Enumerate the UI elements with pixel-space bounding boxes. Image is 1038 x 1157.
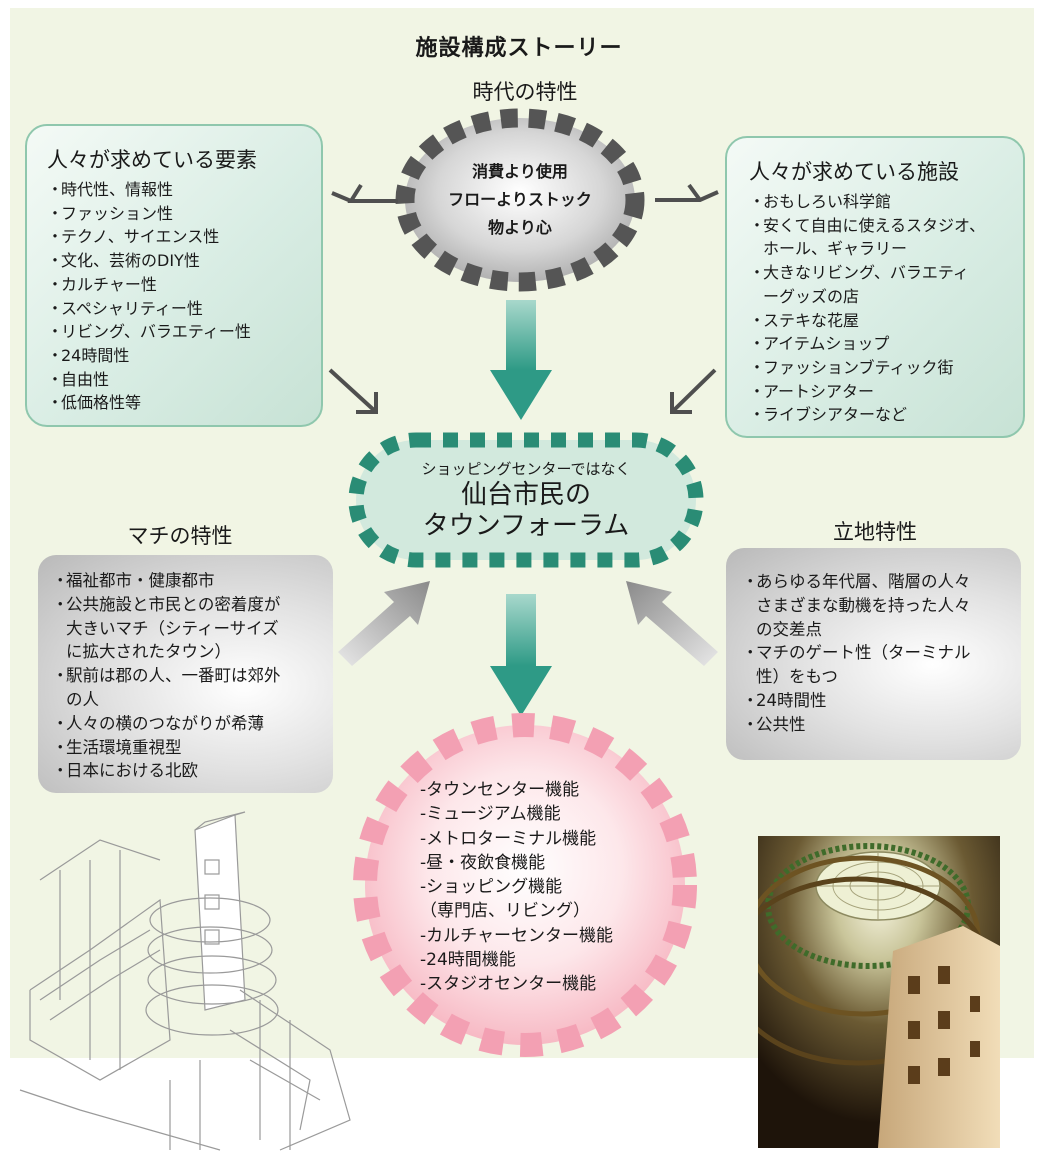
atrium-illustration xyxy=(758,836,1000,1148)
list-item: ・あらゆる年代層、階層の人々 xyxy=(742,572,971,591)
function-circle-shape xyxy=(353,713,697,1057)
list-item: の交差点 xyxy=(756,619,822,639)
function-item: -メトロターミナル機能 xyxy=(420,828,597,849)
list-item: ・ファッションブティック街 xyxy=(749,357,954,377)
function-item: -昼・夜飲食機能 xyxy=(420,852,546,873)
center-pill-text: ショッピングセンターではなく 仙台市民の タウンフォーラム xyxy=(370,458,682,542)
teal-arrow-top xyxy=(490,300,552,420)
list-item: ・生活環境重視型 xyxy=(52,737,182,757)
list-item: ・自由性 xyxy=(47,369,110,389)
list-item: ・文化、芸術のDIY性 xyxy=(47,251,200,271)
center-pill-shape xyxy=(348,432,704,568)
location-characteristics-list: ・あらゆる年代層、階層の人々 さまざまな動機を持った人々 の交差点 ・マチのゲー… xyxy=(742,570,1013,737)
teal-arrow-bottom xyxy=(490,594,552,716)
diagram-title: 施設構成ストーリー xyxy=(415,36,623,61)
list-item: ・福祉都市・健康都市 xyxy=(52,571,215,590)
list-item: ・ライブシアターなど xyxy=(749,405,908,425)
town-caption: マチの特性 xyxy=(127,524,233,548)
left-diagonal-arrow xyxy=(328,368,378,414)
list-item: ・ステキな花屋 xyxy=(749,310,860,330)
list-item: さまざまな動機を持った人々 xyxy=(756,595,971,615)
list-item: 大きいマチ（シティーサイズ xyxy=(66,618,279,638)
function-item: -ミュージアム機能 xyxy=(420,804,561,825)
list-item: ・24時間性 xyxy=(47,345,130,365)
right-connector-arrow xyxy=(655,190,719,202)
needs-elements-box: 人々が求めている要素 ・時代性、情報性 ・ファッション性 ・テクノ、サイエンス性… xyxy=(25,124,323,427)
list-item: ・日本における北欧 xyxy=(52,761,198,781)
function-item: -ショッピング機能 xyxy=(420,877,563,898)
era-caption: 時代の特性 xyxy=(472,80,578,104)
atrium-photo xyxy=(758,836,1000,1148)
pill-title-line2: タウンフォーラム xyxy=(422,511,630,541)
list-item: ・リビング、バラエティー性 xyxy=(47,322,251,342)
era-line: 消費より使用 xyxy=(472,162,568,181)
town-characteristics-list: ・福祉都市・健康都市 ・公共施設と市民との密着度が 大きいマチ（シティーサイズ … xyxy=(52,569,323,783)
list-item: の人 xyxy=(66,689,99,709)
needs-elements-heading: 人々が求めている要素 xyxy=(47,148,257,172)
pill-title-line1: 仙台市民の xyxy=(460,480,591,510)
list-item: ・24時間性 xyxy=(742,690,827,710)
era-line: 物より心 xyxy=(488,218,552,237)
left-connector-tip xyxy=(331,191,352,203)
list-item: ・ファッション性 xyxy=(47,203,174,223)
function-item: -24時間機能 xyxy=(420,950,516,971)
list-item: ・テクノ、サイエンス性 xyxy=(47,227,220,247)
list-item: ・人々の横のつながりが希薄 xyxy=(52,713,264,733)
list-item: ・アートシアター xyxy=(749,381,875,401)
building-sketch xyxy=(19,811,351,1151)
location-caption: 立地特性 xyxy=(833,520,917,544)
function-item: （専門店、リビング） xyxy=(420,901,590,922)
function-item: -タウンセンター機能 xyxy=(420,780,580,800)
list-item: ・大きなリビング、バラエティ xyxy=(749,263,969,283)
list-item: ・公共性 xyxy=(742,714,806,734)
list-item: ・駅前は郡の人、一番町は郊外 xyxy=(52,666,281,686)
function-list: -タウンセンター機能 -ミュージアム機能 -メトロターミナル機能 -昼・夜飲食機… xyxy=(420,778,650,997)
list-item: ・時代性、情報性 xyxy=(47,180,174,199)
list-item: に拡大されたタウン） xyxy=(66,642,231,662)
pill-subtitle: ショッピングセンターではなく xyxy=(421,460,631,478)
grey-arrow-left xyxy=(338,581,430,666)
right-connector-tip xyxy=(687,183,702,202)
list-item: 性）をもつ xyxy=(756,667,838,687)
list-item: ・スペシャリティー性 xyxy=(47,298,203,318)
location-characteristics-box: ・あらゆる年代層、階層の人々 さまざまな動機を持った人々 の交差点 ・マチのゲー… xyxy=(726,548,1021,760)
list-item: ーグッズの店 xyxy=(763,286,860,306)
era-oval-shape xyxy=(395,108,645,292)
needs-elements-list: ・時代性、情報性 ・ファッション性 ・テクノ、サイエンス性 ・文化、芸術のDIY… xyxy=(47,178,307,415)
function-item: -スタジオセンター機能 xyxy=(420,974,597,995)
function-item: -カルチャーセンター機能 xyxy=(420,925,613,946)
grey-arrow-right xyxy=(626,581,718,666)
town-characteristics-box: ・福祉都市・健康都市 ・公共施設と市民との密着度が 大きいマチ（シティーサイズ … xyxy=(38,555,333,793)
era-line: フローよりストック xyxy=(448,190,592,209)
list-item: ホール、ギャラリー xyxy=(763,239,908,259)
era-oval-text: 消費より使用 フローよりストック 物より心 xyxy=(420,158,620,242)
needs-facilities-box: 人々が求めている施設 ・おもしろい科学館 ・安くて自由に使えるスタジオ、 ホール… xyxy=(725,136,1025,438)
list-item: ・公共施設と市民との密着度が xyxy=(52,594,281,614)
list-item: ・アイテムショップ xyxy=(749,334,890,354)
needs-facilities-heading: 人々が求めている施設 xyxy=(749,160,959,184)
list-item: ・低価格性等 xyxy=(47,393,142,413)
left-connector-arrow xyxy=(347,183,398,203)
needs-facilities-list: ・おもしろい科学館 ・安くて自由に使えるスタジオ、 ホール、ギャラリー ・大きな… xyxy=(749,190,1009,427)
list-item: ・おもしろい科学館 xyxy=(749,192,892,211)
list-item: ・マチのゲート性（ターミナル xyxy=(742,643,971,663)
list-item: ・安くて自由に使えるスタジオ、 xyxy=(749,215,986,235)
list-item: ・カルチャー性 xyxy=(47,274,157,294)
right-diagonal-arrow xyxy=(670,368,717,414)
